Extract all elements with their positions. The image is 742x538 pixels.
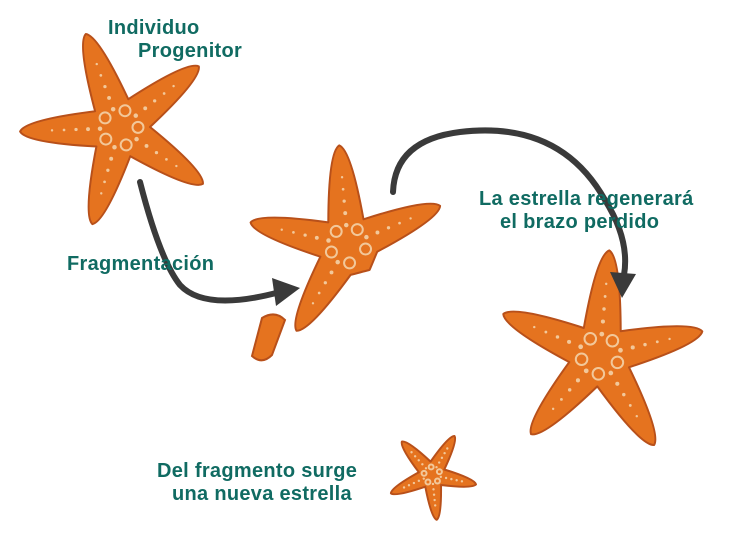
label-new-line2: una nueva estrella: [172, 483, 352, 505]
label-new-line1: Del fragmento surge: [157, 460, 358, 482]
label-parent-line1: Individuo: [108, 17, 200, 39]
label-regen-line2: el brazo perdido: [500, 211, 660, 233]
parent-starfish: [19, 33, 204, 226]
regenerating-starfish: [502, 249, 704, 446]
arrowhead-regeneration: [610, 272, 636, 298]
label-fragmentation: Fragmentación: [67, 253, 215, 275]
arrow-fragmentation: [137, 179, 283, 304]
new-starfish: [389, 435, 477, 521]
arrowhead-fragmentation: [272, 278, 300, 306]
fragment-arm: [250, 313, 287, 362]
fragmented-starfish: [249, 144, 442, 332]
arrow-regeneration: [390, 127, 629, 278]
label-parent-line2: Progenitor: [138, 40, 243, 62]
label-regen-line1: La estrella regenerará: [479, 188, 694, 210]
